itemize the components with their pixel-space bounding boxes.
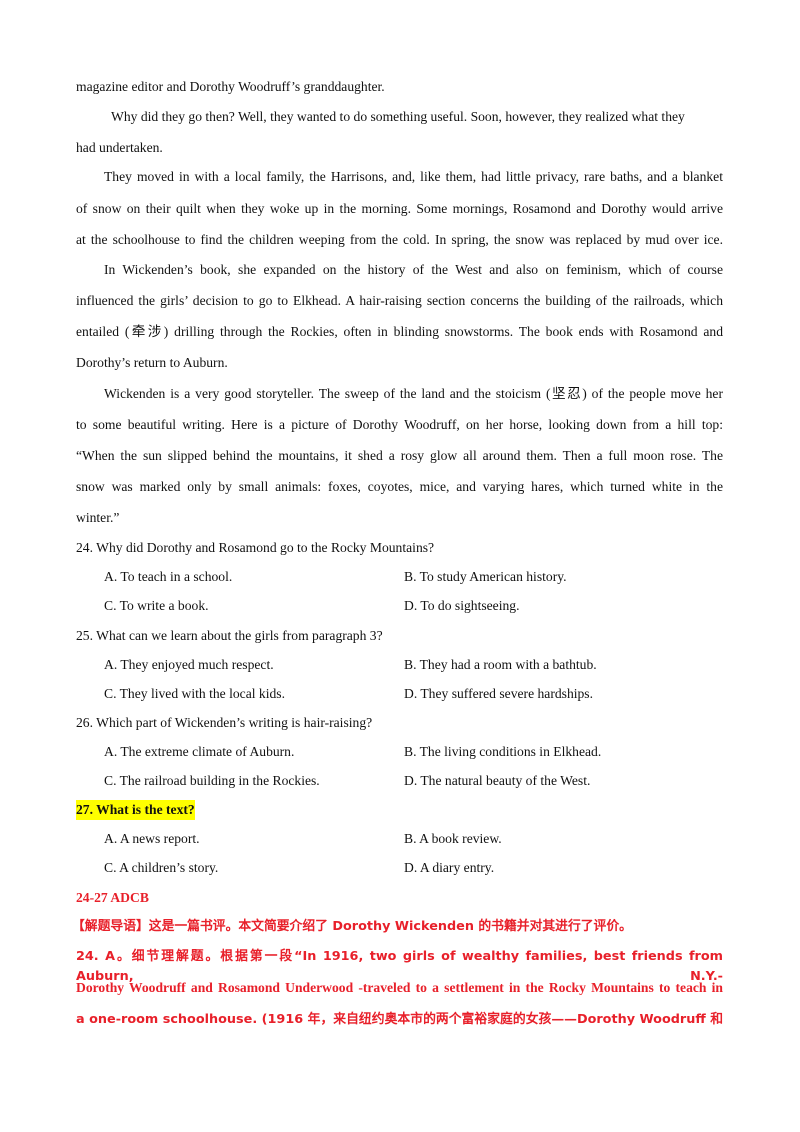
option-b[interactable]: B. A book review. (404, 831, 502, 846)
answer-key: 24-27 ADCB (76, 890, 149, 905)
option-c[interactable]: C. A children’s story. (104, 860, 219, 875)
answer-explanation-line: a one-room schoolhouse. (1916 年，来自纽约奥本市的… (76, 1012, 723, 1027)
option-d[interactable]: D. They suffered severe hardships. (404, 686, 593, 701)
passage-line: “When the sun slipped behind the mountai… (76, 448, 723, 463)
option-d[interactable]: D. A diary entry. (404, 860, 495, 875)
passage-line: Dorothy’s return to Auburn. (76, 355, 228, 370)
passage-line: of snow on their quilt when they woke up… (76, 201, 723, 216)
passage-line: They moved in with a local family, the H… (104, 169, 723, 184)
question-stem: 24. Why did Dorothy and Rosamond go to t… (76, 540, 435, 555)
passage-line: had undertaken. (76, 140, 163, 155)
passage-line: Wickenden is a very good storyteller. Th… (104, 386, 723, 401)
option-c[interactable]: C. They lived with the local kids. (104, 686, 285, 701)
option-b[interactable]: B. To study American history. (404, 569, 567, 584)
passage-line: to some beautiful writing. Here is a pic… (76, 417, 723, 432)
passage-line: influenced the girls’ decision to go to … (76, 293, 723, 308)
option-a[interactable]: A. To teach in a school. (104, 569, 233, 584)
answer-explanation-line: 24. A。细节理解题。根据第一段“In 1916, two girls of … (76, 949, 723, 984)
option-c[interactable]: C. To write a book. (104, 598, 209, 613)
passage-line: snow was marked only by small animals: f… (76, 479, 723, 494)
passage-line: Why did they go then? Well, they wanted … (111, 109, 685, 124)
passage-line: at the schoolhouse to find the children … (76, 232, 723, 247)
option-a[interactable]: A. A news report. (104, 831, 200, 846)
question-stem-highlighted: 27. What is the text? (76, 800, 195, 820)
passage-line: magazine editor and Dorothy Woodruff’s g… (76, 79, 385, 94)
passage-line: winter.” (76, 510, 120, 525)
option-d[interactable]: D. To do sightseeing. (404, 598, 520, 613)
option-c[interactable]: C. The railroad building in the Rockies. (104, 773, 320, 788)
passage-line: entailed (牵涉) drilling through the Rocki… (76, 324, 723, 339)
option-a[interactable]: A. The extreme climate of Auburn. (104, 744, 295, 759)
answer-guide: 【解题导语】这是一篇书评。本文简要介绍了 Dorothy Wickenden 的… (72, 919, 632, 934)
option-a[interactable]: A. They enjoyed much respect. (104, 657, 274, 672)
question-stem: 26. Which part of Wickenden’s writing is… (76, 715, 373, 730)
answer-explanation-line: Dorothy Woodruff and Rosamond Underwood … (76, 980, 723, 995)
option-b[interactable]: B. They had a room with a bathtub. (404, 657, 597, 672)
passage-line: In Wickenden’s book, she expanded on the… (104, 262, 723, 277)
option-d[interactable]: D. The natural beauty of the West. (404, 773, 591, 788)
option-b[interactable]: B. The living conditions in Elkhead. (404, 744, 602, 759)
question-stem: 25. What can we learn about the girls fr… (76, 628, 383, 643)
